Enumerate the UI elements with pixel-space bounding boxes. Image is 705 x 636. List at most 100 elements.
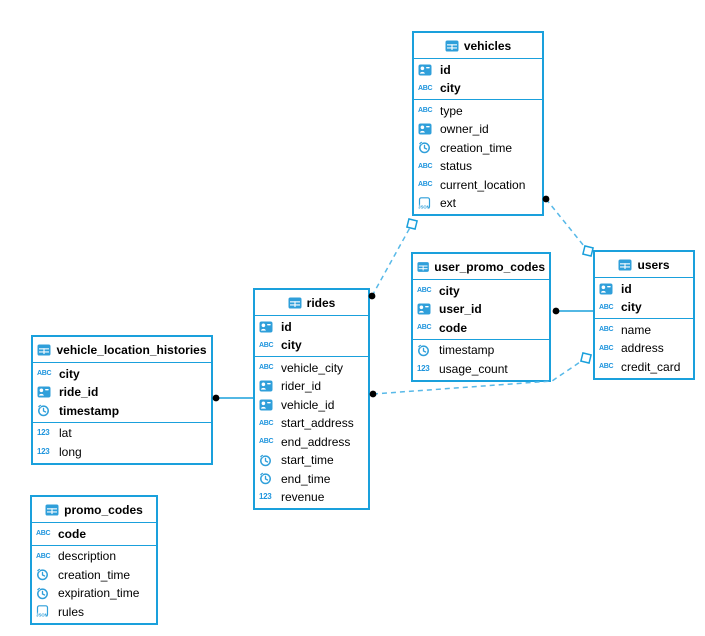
column-row-id[interactable]: id [255,318,368,337]
string-type-icon: ABC [599,326,614,334]
svg-text:JSON: JSON [418,204,429,209]
svg-text:JSON: JSON [36,613,47,618]
column-row-city[interactable]: ABC city [413,282,549,301]
table-header[interactable]: promo_codes [32,497,156,523]
table-icon [45,504,59,515]
table-icon [618,259,632,270]
timestamp-type-icon [38,405,49,417]
string-type-icon: ABC [259,419,274,427]
table-header[interactable]: user_promo_codes [413,254,549,280]
string-type-icon: ABC [418,84,433,92]
column-name: city [440,81,461,96]
table-header[interactable]: vehicle_location_histories [33,337,211,363]
column-row-start_address[interactable]: ABC start_address [255,414,368,433]
column-name: user_id [439,302,482,317]
column-row-current_location[interactable]: ABC current_location [414,176,542,195]
column-name: current_location [440,177,526,192]
column-row-creation_time[interactable]: creation_time [32,566,156,585]
column-row-expiration_time[interactable]: expiration_time [32,584,156,603]
column-row-city[interactable]: ABC city [414,79,542,98]
column-name: end_address [281,434,351,449]
column-name: rider_id [281,379,322,394]
string-type-icon: ABC [37,370,52,378]
column-row-description[interactable]: ABC description [32,547,156,566]
table-title: vehicles [463,38,512,53]
column-row-creation_time[interactable]: creation_time [414,139,542,158]
column-name: start_address [281,416,354,431]
string-type-icon: ABC [417,287,432,295]
column-row-owner_id[interactable]: owner_id [414,120,542,139]
column-name: type [440,103,463,118]
column-name: city [439,283,460,298]
column-name: timestamp [439,343,495,358]
column-row-ride_id[interactable]: ride_id [33,383,211,402]
column-name: status [440,159,473,174]
column-row-start_time[interactable]: start_time [255,451,368,470]
column-row-vehicle_id[interactable]: vehicle_id [255,396,368,415]
relation-endpoint-dot [212,394,220,402]
string-type-icon: ABC [36,530,51,538]
table-header[interactable]: rides [255,290,368,316]
column-row-timestamp[interactable]: timestamp [413,341,549,360]
column-name: id [281,319,292,334]
timestamp-type-icon [260,454,271,466]
string-type-icon: ABC [259,364,274,372]
relation-line-vehicles-users [545,198,589,252]
column-row-timestamp[interactable]: timestamp [33,402,211,421]
column-row-rules[interactable]: JSON rules [32,603,156,622]
table-icon [417,261,429,272]
string-type-icon: ABC [259,341,274,349]
table-header[interactable]: vehicles [414,33,542,59]
column-name: description [58,549,117,564]
column-name: vehicle_id [281,397,335,412]
column-row-id[interactable]: id [595,280,693,299]
column-name: city [621,300,642,315]
relation-endpoint-dot [552,307,560,315]
column-row-user_id[interactable]: user_id [413,300,549,319]
column-row-rider_id[interactable]: rider_id [255,377,368,396]
column-name: revenue [281,490,325,505]
column-row-end_time[interactable]: end_time [255,470,368,489]
column-name: usage_count [439,361,508,376]
string-type-icon: ABC [418,181,433,189]
column-name: id [440,62,451,77]
string-type-icon: ABC [36,552,51,560]
timestamp-type-icon [37,587,48,599]
table-icon [445,40,459,51]
column-name: rules [58,604,85,619]
column-row-id[interactable]: id [414,61,542,80]
relation-endpoint-square [581,244,595,258]
column-name: creation_time [440,140,513,155]
relation-line-rides-vehicles [371,223,413,297]
table-title: vehicle_location_histories [56,342,207,357]
table-header[interactable]: users [595,252,693,278]
